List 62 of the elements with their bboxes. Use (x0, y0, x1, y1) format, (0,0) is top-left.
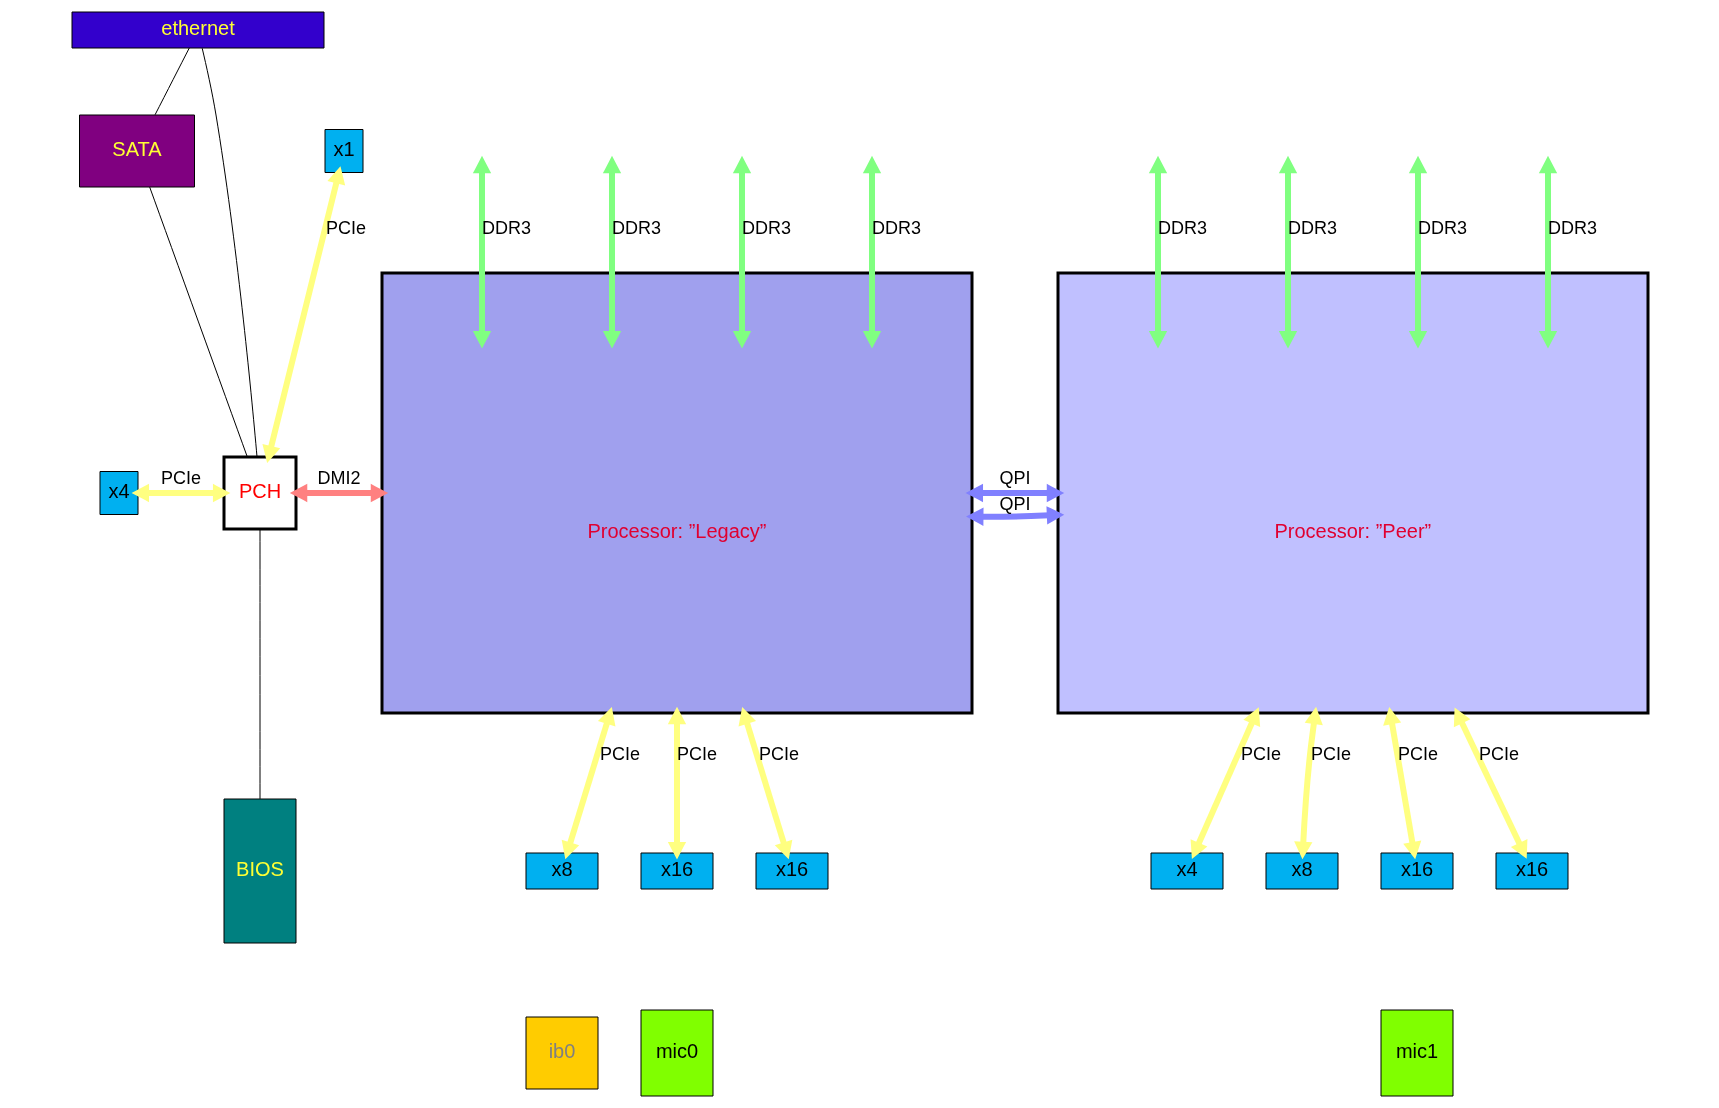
arrow (131, 483, 230, 503)
arrow (561, 707, 615, 860)
node-box: x16 (640, 852, 713, 890)
edge-label: DDR3 (1157, 218, 1207, 239)
node-box: ethernet (71, 11, 324, 49)
edge-label: DMI2 (316, 468, 361, 489)
edge-label: PCIe (1240, 744, 1281, 765)
edge-label: DDR3 (481, 218, 531, 239)
arrow (667, 706, 686, 860)
node-box: PCH (222, 455, 297, 531)
connector (148, 186, 248, 458)
arrow (965, 506, 1064, 526)
edge-label: DDR3 (871, 218, 921, 239)
arrow (289, 483, 388, 503)
arrow (1453, 707, 1527, 859)
edge-label: PCIe (758, 744, 799, 765)
edge-label: PCIe (599, 744, 640, 765)
arrow (1408, 155, 1427, 349)
arrow (602, 155, 621, 349)
node-box: x1 (324, 129, 363, 173)
connector (259, 528, 260, 800)
node-box: x16 (1380, 852, 1453, 890)
edge-label: PCIe (676, 744, 717, 765)
arrow (1148, 155, 1167, 349)
arrow (732, 155, 751, 349)
arrow (472, 155, 491, 349)
node-box: mic0 (640, 1009, 713, 1097)
edge-label: DDR3 (1417, 218, 1467, 239)
connector (154, 47, 190, 116)
arrow (1278, 155, 1297, 349)
edge-label: PCIe (160, 468, 201, 489)
edge-label: PCIe (1310, 744, 1351, 765)
arrow (261, 166, 345, 464)
node-box: x4 (99, 471, 138, 515)
arrow (738, 707, 792, 860)
edge-label: DDR3 (1547, 218, 1597, 239)
node-box: x4 (1150, 852, 1223, 890)
arrow (1538, 155, 1557, 349)
node-box: x8 (1265, 852, 1338, 890)
arrow (965, 483, 1064, 503)
node-box: x8 (525, 852, 598, 890)
node-box: Processor: ”Legacy” (380, 271, 973, 715)
node-box: mic1 (1380, 1009, 1453, 1097)
arrow (1190, 707, 1260, 859)
node-box: x16 (1495, 852, 1568, 890)
node-box: ib0 (525, 1016, 598, 1090)
node-box: x16 (755, 852, 828, 890)
connector (201, 47, 257, 458)
arrow (1382, 706, 1421, 860)
edge-label: PCIe (1478, 744, 1519, 765)
edge-label: PCIe (1397, 744, 1438, 765)
edge-label: DDR3 (741, 218, 791, 239)
arrow (862, 155, 881, 349)
edge-label: PCIe (325, 218, 366, 239)
node-box: BIOS (223, 798, 296, 944)
node-box: Processor: ”Peer” (1056, 271, 1649, 715)
edge-label: QPI (998, 494, 1031, 515)
node-box: SATA (78, 114, 195, 188)
arrow (1293, 706, 1323, 860)
edge-label: QPI (998, 468, 1031, 489)
edge-label: DDR3 (611, 218, 661, 239)
edge-label: DDR3 (1287, 218, 1337, 239)
